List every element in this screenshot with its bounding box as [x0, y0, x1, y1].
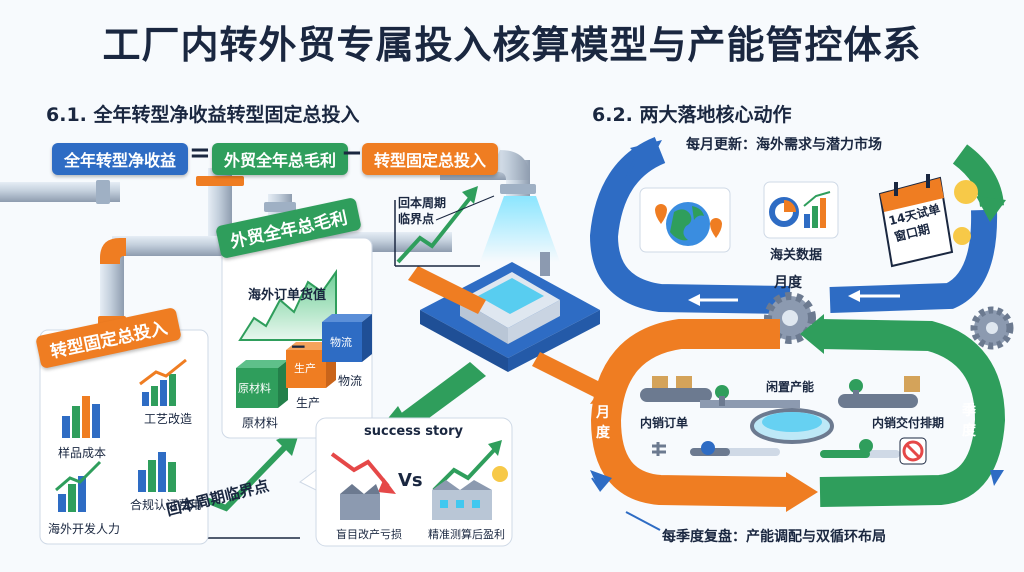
box-production: 生产	[294, 362, 316, 375]
customs-data-label: 海关数据	[770, 248, 823, 263]
quarterly-right-label: 季度	[962, 403, 976, 439]
box-raw-material: 原材料	[238, 382, 271, 395]
compliance-bars-icon	[138, 452, 176, 492]
core-machine	[420, 252, 600, 372]
raw-material-label: 原材料	[242, 416, 279, 430]
page-title: 工厂内转外贸专属投入核算模型与产能管控体系	[102, 23, 922, 67]
cost-boxes	[236, 314, 372, 408]
section-title-left: 6.1. 全年转型净收益转型固定总投入	[46, 104, 360, 126]
production-label: 生产	[296, 396, 321, 410]
logistics-label: 物流	[338, 374, 363, 388]
box-logistics: 物流	[330, 336, 352, 349]
staff-chart-icon	[55, 460, 102, 512]
monthly-loop	[589, 137, 1006, 314]
idle-capacity-label: 闲置产能	[766, 380, 815, 394]
formula-net-income: 全年转型净收益	[52, 143, 189, 175]
domestic-schedule-label: 内销交付排期	[872, 416, 945, 430]
payback-top-line1: 回本周期	[398, 196, 447, 210]
success-left-caption: 盲目改产亏损	[336, 528, 402, 541]
quarterly-footer: 每季度复盘：产能调配与双循环布局	[662, 529, 886, 545]
quarterly-left-label: 月度	[596, 405, 610, 441]
order-value-label: 海外订单货值	[248, 288, 327, 303]
formula-gross-profit: 外贸全年总毛利	[212, 143, 349, 175]
monthly-label: 月度	[774, 275, 802, 291]
gross-minus: −	[290, 334, 307, 358]
monthly-header: 每月更新：海外需求与潜力市场	[686, 137, 882, 153]
valve-icon	[690, 379, 900, 458]
domestic-orders-label: 内销订单	[640, 416, 689, 430]
process-upgrade-chart-icon	[139, 358, 187, 406]
payback-top-line2: 临界点	[398, 212, 435, 226]
success-right-caption: 精准测算后盈利	[428, 528, 505, 541]
process-upgrade-label: 工艺改造	[144, 412, 193, 426]
sample-cost-label: 样品成本	[58, 446, 107, 460]
success-vs: Vs	[398, 470, 423, 491]
quarterly-loop	[590, 314, 1006, 531]
formula-fixed-investment: 转型固定总投入	[362, 143, 499, 175]
no-entry-icon	[899, 437, 927, 465]
calendar-icon	[878, 174, 954, 268]
sample-cost-bars-icon	[62, 396, 100, 438]
formula-minus: −	[341, 138, 363, 168]
wrench-icon	[652, 442, 666, 456]
formula-equals: =	[189, 138, 211, 168]
section-title-right: 6.2. 两大落地核心动作	[592, 104, 792, 126]
success-story-title: success story	[364, 424, 463, 439]
compliance-cost-label: 合规认证费用	[130, 498, 203, 512]
overseas-staff-label: 海外开发人力	[48, 522, 121, 536]
